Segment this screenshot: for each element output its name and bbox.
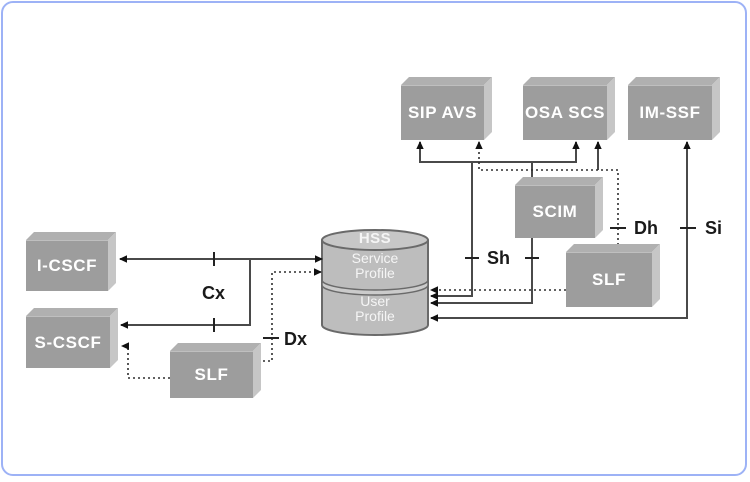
box-top-face bbox=[628, 77, 720, 85]
box-front-face: SLF bbox=[566, 252, 652, 307]
box-front-face: SCIM bbox=[515, 185, 595, 238]
hss-cylinder-body bbox=[321, 240, 429, 336]
connector-si-hss-imssf bbox=[430, 141, 691, 322]
box-front-face: SIP AVS bbox=[401, 85, 484, 140]
hss-cylinder-seam bbox=[321, 279, 429, 296]
connector-as-bus bbox=[416, 141, 580, 163]
node-label-slf-top: SLF bbox=[592, 270, 626, 289]
box-top-face bbox=[566, 244, 660, 252]
box-top-face bbox=[170, 343, 261, 351]
node-osa-scs: OSA SCS bbox=[523, 85, 607, 140]
node-label-s-cscf: S-CSCF bbox=[34, 332, 102, 352]
interface-label-si: Si bbox=[705, 218, 723, 238]
node-i-cscf: I-CSCF bbox=[26, 240, 108, 291]
box-side-face bbox=[652, 244, 660, 307]
node-label-osa-scs: OSA SCS bbox=[524, 103, 606, 122]
box-top-face bbox=[523, 77, 615, 85]
interface-label-dx: Dx bbox=[284, 329, 308, 349]
connector-dh-slf-sipavs bbox=[475, 141, 619, 246]
box-front-face: S-CSCF bbox=[26, 316, 110, 368]
node-label-slf-bottom: SLF bbox=[194, 365, 229, 384]
node-label-im-ssf: IM-SSF bbox=[639, 103, 701, 122]
box-front-face: SLF bbox=[170, 351, 253, 398]
node-label-scim: SCIM bbox=[532, 202, 578, 221]
box-front-face: OSA SCS bbox=[523, 85, 607, 140]
box-top-face bbox=[515, 177, 603, 185]
node-s-cscf: S-CSCF bbox=[26, 316, 110, 368]
node-sip-avs: SIP AVS bbox=[401, 85, 484, 140]
hss-title: HSS bbox=[358, 230, 392, 247]
interface-label-dh: Dh bbox=[634, 218, 658, 238]
box-side-face bbox=[110, 308, 118, 368]
box-side-face bbox=[108, 232, 116, 291]
interface-label-sh: Sh bbox=[487, 248, 511, 268]
node-im-ssf: IM-SSF bbox=[628, 85, 712, 140]
box-top-face bbox=[26, 308, 118, 316]
hss-cylinder-top bbox=[321, 229, 429, 251]
box-side-face bbox=[484, 77, 492, 140]
hss-user-profile-label: User Profile bbox=[355, 293, 395, 324]
node-label-i-cscf: I-CSCF bbox=[36, 256, 98, 275]
box-side-face bbox=[712, 77, 720, 140]
node-slf-top: SLF bbox=[566, 252, 652, 307]
node-label-sip-avs: SIP AVS bbox=[407, 103, 478, 122]
box-side-face bbox=[253, 343, 261, 398]
box-front-face: IM-SSF bbox=[628, 85, 712, 140]
connector-cx-branch-scscf bbox=[120, 259, 251, 329]
connector-dx-slf-scscf bbox=[121, 342, 170, 379]
connector-sh-scim-hss bbox=[430, 238, 533, 307]
node-scim: SCIM bbox=[515, 185, 595, 238]
box-side-face bbox=[607, 77, 615, 140]
interface-label-cx: Cx bbox=[202, 283, 226, 303]
box-top-face bbox=[26, 232, 116, 240]
node-slf-bottom: SLF bbox=[170, 351, 253, 398]
box-front-face: I-CSCF bbox=[26, 240, 108, 291]
box-side-face bbox=[595, 177, 603, 238]
connector-sh-bus-hss bbox=[430, 162, 473, 300]
box-top-face bbox=[401, 77, 492, 85]
hss-service-profile-label: Service Profile bbox=[351, 250, 399, 281]
